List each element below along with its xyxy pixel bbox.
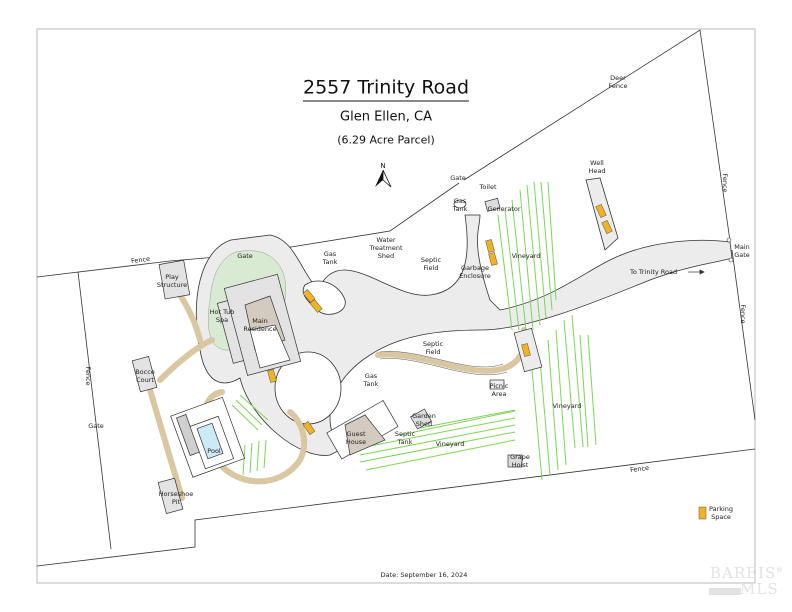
watermark-logo-top: BAREIS xyxy=(710,564,777,582)
label-generator: Generator xyxy=(487,205,521,213)
label-parking-space: Parking Space xyxy=(708,505,734,521)
vineyard-rows xyxy=(231,181,597,481)
page-title: 2557 Trinity Road xyxy=(302,77,470,102)
label-guest-house: Guest House xyxy=(345,430,367,446)
label-play-structure: Play Structure xyxy=(156,273,188,289)
label-deer-fence: Deer Fence xyxy=(608,74,628,90)
city-subtitle: Glen Ellen, CA xyxy=(340,109,432,125)
walking-path-outlines xyxy=(379,351,508,376)
parking-spots xyxy=(267,203,707,520)
label-well-head: Well Head xyxy=(588,159,606,175)
label-toilet: Toilet xyxy=(479,183,497,191)
main-gate-posts xyxy=(726,237,734,263)
label-hot-tub-spa: Hot Tub Spa xyxy=(209,308,235,324)
direction-arrow-icon xyxy=(688,269,705,275)
label-gas-tank-lower: Gas Tank xyxy=(363,372,379,388)
label-to-trinity-road: To Trinity Road xyxy=(630,268,678,276)
label-garden-shed: Garden Shed xyxy=(412,412,436,428)
watermark-logo-bottom: MLS xyxy=(740,580,779,598)
label-gas-tank-mid: Gas Tank xyxy=(322,250,338,266)
label-gate-left: Gate xyxy=(88,422,104,430)
label-vineyard-right: Vineyard xyxy=(552,402,582,410)
north-arrow-icon xyxy=(375,169,392,188)
label-water-treatment-shed: Water Treatment Shed xyxy=(369,236,403,260)
north-label: N xyxy=(380,162,386,170)
label-main-residence: Main Residence xyxy=(243,317,277,333)
label-garbage-enclosure: Garbage Enclosure xyxy=(459,264,491,280)
label-main-gate: Main Gate xyxy=(734,243,750,259)
label-fence-right-bottom: Fence xyxy=(739,304,747,324)
watermark-logo-bar xyxy=(709,588,741,595)
label-pool: Pool xyxy=(207,447,221,455)
label-fence-right-top: Fence xyxy=(721,173,729,193)
label-gate-left-top: Gate xyxy=(237,252,253,260)
label-vineyard-bottom: Vineyard xyxy=(435,440,465,448)
label-fence-left: Fence xyxy=(84,366,92,386)
label-gas-tank-top: Gas Tank xyxy=(452,197,468,213)
registered-mark-icon: ® xyxy=(776,566,783,574)
structures xyxy=(131,197,543,514)
label-septic-field-mid: Septic Field xyxy=(422,340,444,356)
parcel-size: (6.29 Acre Parcel) xyxy=(337,133,435,147)
plan-date: Date: September 16, 2024 xyxy=(380,571,468,579)
label-bocce-court: Bocce Court xyxy=(135,368,155,384)
label-gate-top: Gate xyxy=(450,174,466,182)
driveway-islands xyxy=(274,280,346,425)
label-septic-field-top: Septic Field xyxy=(420,256,442,272)
label-picnic-area: Picnic Area xyxy=(489,382,509,398)
label-septic-tank: Septic Tank xyxy=(394,430,416,446)
label-grape-hoist: Grape Hoist xyxy=(510,453,530,469)
label-vineyard-top: Vineyard xyxy=(511,252,541,260)
label-horseshoe-pit: Horseshoe Pit xyxy=(158,490,194,506)
